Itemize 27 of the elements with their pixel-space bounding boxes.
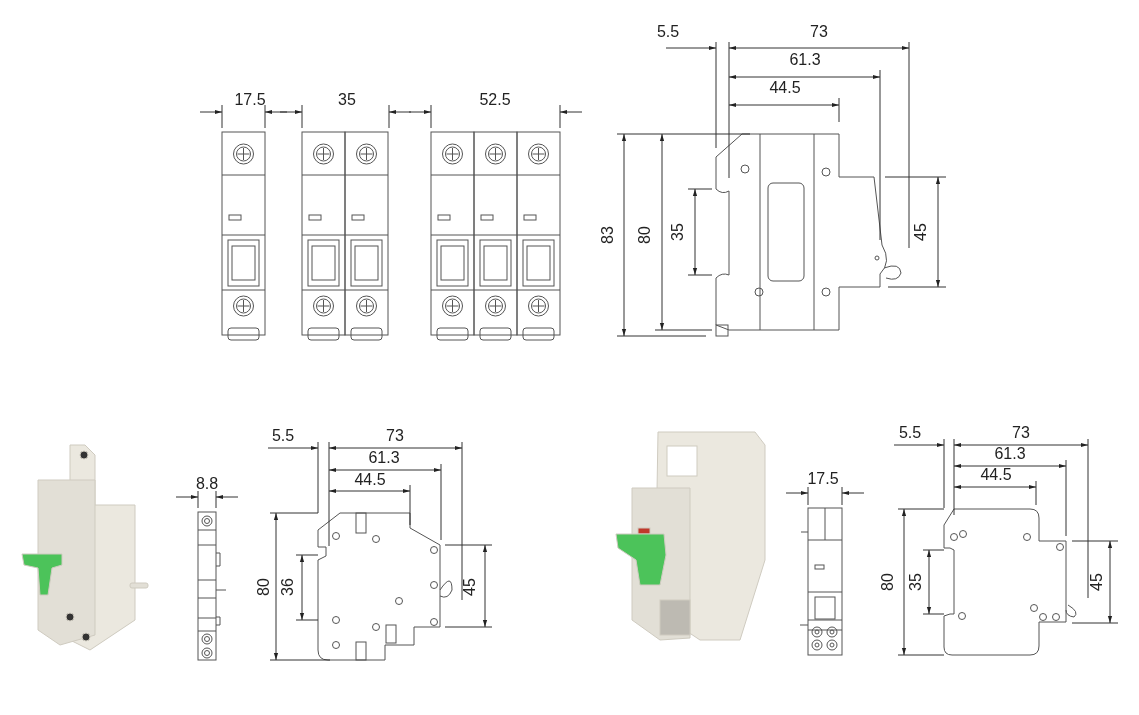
dimension-label: 80: [637, 226, 653, 244]
dimension-label: 80: [880, 573, 896, 591]
dimension-label: 8.8: [195, 476, 219, 492]
dimension-label: 61.3: [789, 52, 821, 68]
dimension-label: 45: [913, 223, 929, 241]
dimension-label: 45: [1089, 573, 1105, 591]
dimension-label: 73: [386, 428, 404, 444]
dimension-label: 61.3: [368, 450, 400, 466]
dimension-label: 17.5: [234, 92, 266, 108]
dimension-label: 73: [1012, 425, 1030, 441]
dimension-label: 61.3: [994, 446, 1026, 462]
dimension-label: 35: [670, 223, 686, 241]
dimension-label: 5.5: [898, 425, 922, 441]
dimension-label: 35: [908, 573, 924, 591]
dimension-label: 35: [338, 92, 356, 108]
dimension-label: 83: [600, 226, 616, 244]
dimension-label: 44.5: [354, 472, 386, 488]
dimension-label: 45: [462, 578, 478, 596]
dimension-label: 5.5: [271, 428, 295, 444]
dimension-label: 44.5: [769, 80, 801, 96]
dimension-label: 80: [256, 578, 272, 596]
dimension-label: 36: [280, 578, 296, 596]
dimension-label: 44.5: [980, 467, 1012, 483]
dimension-label: 5.5: [656, 24, 680, 40]
dimension-label: 73: [810, 24, 828, 40]
dimension-label: 17.5: [807, 471, 839, 487]
dimension-label: 52.5: [479, 92, 511, 108]
